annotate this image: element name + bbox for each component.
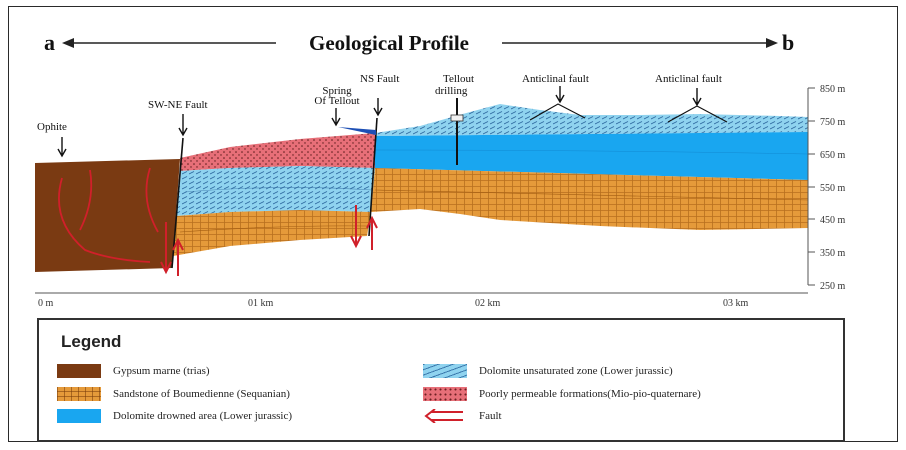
- distance-tick-1: 01 km: [248, 298, 274, 309]
- legend-swatch-fault: [423, 409, 467, 423]
- elevation-tick-750: 750 m: [820, 117, 846, 128]
- label-anticlinal-fault-1: Anticlinal fault: [522, 73, 589, 85]
- end-label-b: b: [782, 30, 794, 55]
- legend-label-drowned: Dolomite drowned area (Lower jurassic): [113, 410, 292, 422]
- fault-arrow-sw-ne: [160, 222, 184, 276]
- label-drilling-1: Tellout: [443, 73, 474, 85]
- elevation-tick-850: 850 m: [820, 84, 846, 95]
- poorly-permeable-unit: [180, 133, 375, 171]
- legend-item-drowned: Dolomite drowned area (Lower jurassic): [57, 407, 292, 425]
- geological-profile: a b Geological Profile: [35, 30, 846, 309]
- legend-label-poor: Poorly permeable formations(Mio-pio-quat…: [479, 388, 701, 400]
- anticlinal-fault-1-pointer-icon: [555, 86, 565, 104]
- elevation-tick-550: 550 m: [820, 183, 846, 194]
- gypsum-fracture-lines: [58, 167, 159, 263]
- legend-label-unsaturated: Dolomite unsaturated zone (Lower jurassi…: [479, 365, 673, 377]
- elevation-tick-450: 450 m: [820, 215, 846, 226]
- spring-outlet-icon: [338, 127, 376, 135]
- fault-arrow-ns: [350, 205, 378, 250]
- elevation-tick-650: 650 m: [820, 150, 846, 161]
- label-ns-fault: NS Fault: [360, 73, 399, 85]
- legend-label-fault: Fault: [479, 410, 502, 422]
- legend-item-unsaturated: Dolomite unsaturated zone (Lower jurassi…: [423, 362, 673, 380]
- label-spring-2: Of Tellout: [314, 95, 359, 107]
- label-anticlinal-fault-2: Anticlinal fault: [655, 73, 722, 85]
- label-spring-1: Spring: [322, 85, 352, 97]
- legend-item-sandstone: Sandstone of Boumedienne (Sequanian): [57, 385, 290, 403]
- anticlinal-fold-1: [529, 103, 586, 121]
- legend-item-fault: Fault: [423, 407, 502, 425]
- label-sw-ne-fault: SW-NE Fault: [148, 99, 208, 111]
- legend-item-poor: Poorly permeable formations(Mio-pio-quat…: [423, 385, 701, 403]
- legend-label-gypsum: Gypsum marne (trias): [113, 365, 210, 377]
- spring-pointer-icon: [331, 108, 341, 127]
- sandstone-right-block: [371, 168, 808, 230]
- legend-swatch-drowned: [57, 409, 101, 423]
- profile-title: Geological Profile: [309, 31, 469, 55]
- fault-arrow-icon: [424, 409, 463, 423]
- distance-tick-0: 0 m: [38, 298, 54, 309]
- sw-ne-fault-pointer-icon: [178, 114, 188, 137]
- elevation-axis: 850 m 750 m 650 m 550 m 450 m 350 m 250 …: [807, 84, 846, 292]
- label-ophite: Ophite: [37, 121, 67, 133]
- end-label-a: a: [44, 30, 55, 55]
- anticlinal-fault-2-pointer-icon: [692, 88, 702, 107]
- legend-item-gypsum: Gypsum marne (trias): [57, 362, 210, 380]
- legend-box: Legend Gypsum marne (trias) Sandstone of…: [37, 318, 845, 442]
- drowned-area-unit: [375, 132, 808, 180]
- legend-label-sandstone: Sandstone of Boumedienne (Sequanian): [113, 388, 290, 400]
- legend-swatch-gypsum: [57, 364, 101, 378]
- ophite-pointer-icon: [57, 137, 67, 158]
- legend-swatch-sandstone: [57, 387, 101, 401]
- distance-tick-3: 03 km: [723, 298, 749, 309]
- unsaturated-zone-right: [375, 104, 808, 136]
- distance-tick-2: 02 km: [475, 298, 501, 309]
- legend-swatch-poor: [423, 387, 467, 401]
- profile-direction-arrow: [62, 38, 778, 48]
- legend-title: Legend: [61, 332, 122, 351]
- gypsum-marne-unit: [35, 159, 180, 272]
- elevation-tick-350: 350 m: [820, 248, 846, 259]
- ns-fault-pointer-icon: [373, 98, 383, 117]
- distance-axis: 0 m 01 km 02 km 03 km: [35, 292, 808, 309]
- sandstone-left-block: [173, 210, 371, 256]
- elevation-tick-250: 250 m: [820, 281, 846, 292]
- label-drilling-2: drilling: [435, 85, 468, 97]
- legend-swatch-unsaturated: [423, 364, 467, 378]
- ns-fault-line: [368, 117, 378, 237]
- unsaturated-zone-left: [176, 166, 375, 216]
